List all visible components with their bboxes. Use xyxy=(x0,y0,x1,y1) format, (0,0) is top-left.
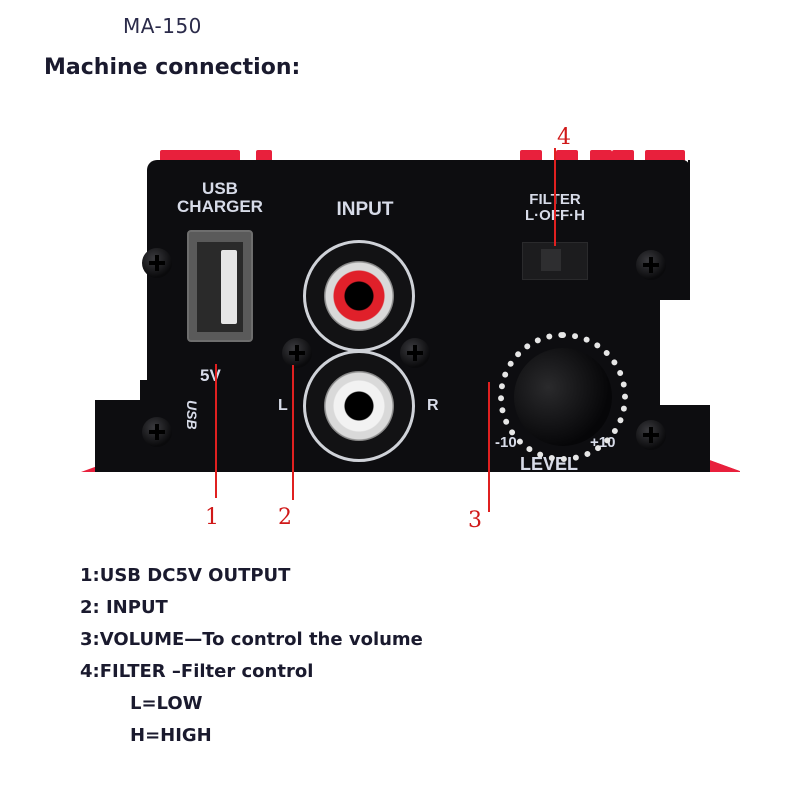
note-usb: 1:USB DC5V OUTPUT xyxy=(80,565,291,586)
usb-charger-label: USB CHARGER xyxy=(160,180,280,216)
screw-icon xyxy=(142,248,172,278)
usb-port-cavity xyxy=(197,242,243,332)
note-filter: 4:FILTER –Filter control xyxy=(80,661,314,682)
usb-port-tongue xyxy=(221,250,237,324)
screw-icon xyxy=(400,338,430,368)
callout-line-4 xyxy=(554,148,556,246)
usb-logo: USB xyxy=(184,400,200,430)
level-scale xyxy=(498,332,628,462)
screw-icon xyxy=(282,338,312,368)
left-channel-label: L xyxy=(278,397,288,414)
level-knob[interactable] xyxy=(514,348,612,446)
usb-port[interactable] xyxy=(187,230,253,342)
callout-line-2 xyxy=(292,365,294,500)
legend-notes: 1:USB DC5V OUTPUT 2: INPUT 3:VOLUME—To c… xyxy=(80,560,423,752)
panel-body-step xyxy=(140,380,160,400)
rca-jack-right[interactable] xyxy=(303,350,415,462)
model-name: MA-150 xyxy=(123,14,202,38)
callout-number-2: 2 xyxy=(278,505,292,530)
rca-jack-left[interactable] xyxy=(303,240,415,352)
note-input: 2: INPUT xyxy=(80,597,168,618)
callout-line-1 xyxy=(215,364,217,498)
panel-notch xyxy=(660,300,690,405)
right-channel-label: R xyxy=(427,397,439,414)
page-title: Machine connection: xyxy=(44,55,301,80)
callout-number-3: 3 xyxy=(468,508,482,533)
note-filter-low: L=LOW xyxy=(130,693,203,714)
voltage-label: 5V xyxy=(200,366,221,385)
usb-label-line1: USB xyxy=(202,179,238,198)
input-label: INPUT xyxy=(336,199,394,220)
screw-icon xyxy=(636,250,666,280)
note-volume: 3:VOLUME—To control the volume xyxy=(80,629,423,650)
filter-switch[interactable] xyxy=(522,242,588,280)
note-filter-high: H=HIGH xyxy=(130,725,212,746)
screw-icon xyxy=(636,420,666,450)
level-min-label: -10 xyxy=(495,434,517,451)
rca-jack-white-collar xyxy=(324,371,394,441)
rca-jack-red-collar xyxy=(324,261,394,331)
callout-number-1: 1 xyxy=(205,505,219,530)
callout-number-4: 4 xyxy=(557,125,571,150)
screw-icon xyxy=(142,417,172,447)
panel-body-step xyxy=(660,405,710,472)
panel-edge xyxy=(688,160,690,300)
filter-switch-slider[interactable] xyxy=(541,249,561,271)
usb-label-line2: CHARGER xyxy=(177,196,263,216)
callout-line-3 xyxy=(488,382,490,512)
